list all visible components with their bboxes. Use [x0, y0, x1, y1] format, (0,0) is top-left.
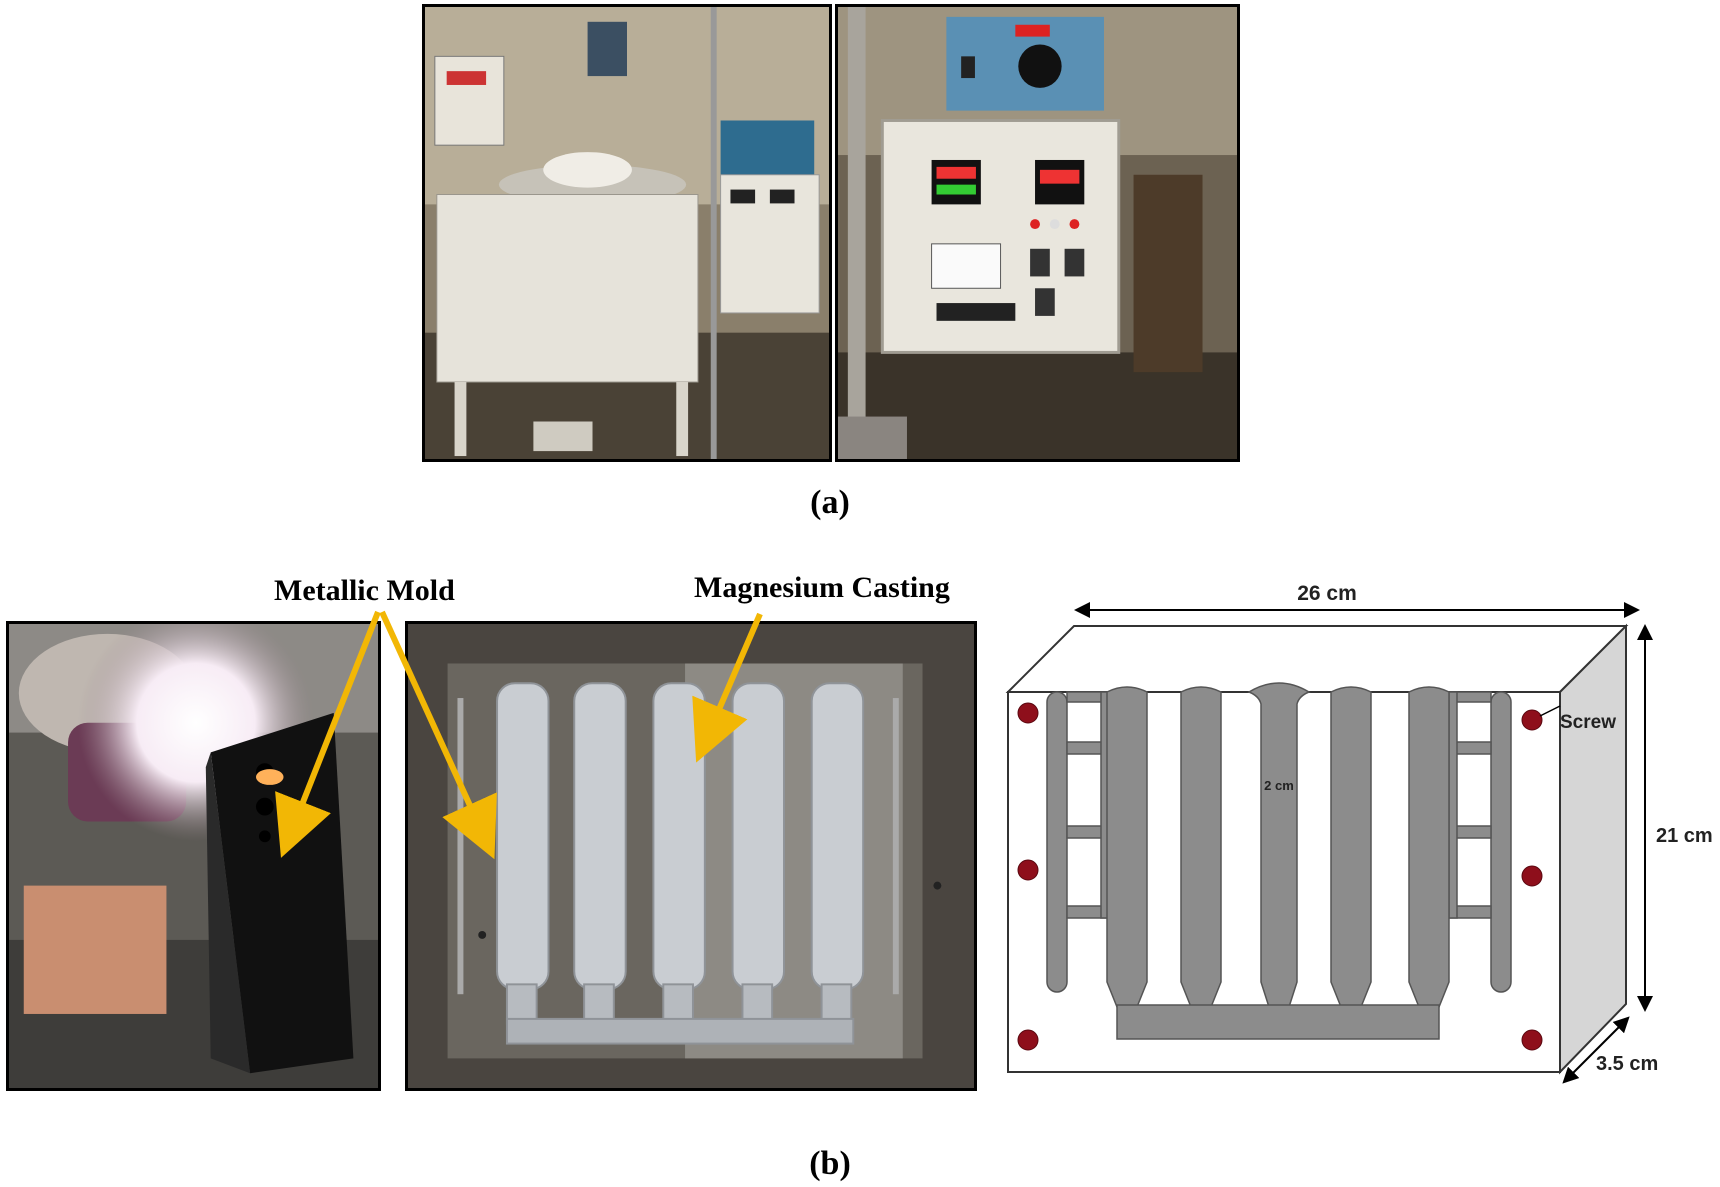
pouring-photo	[6, 621, 381, 1091]
caption-a: (a)	[810, 484, 850, 521]
width-label: 26 cm	[1297, 582, 1357, 605]
casting-photo	[405, 621, 977, 1091]
casting-arrow	[692, 612, 763, 763]
mold-side-face	[1559, 623, 1627, 1075]
magnesium-casting-label: Magnesium Casting	[694, 571, 950, 604]
mold-arrow-left	[275, 610, 381, 858]
mold-cavity	[1046, 682, 1512, 1040]
furnace-photo	[422, 4, 832, 462]
control-panel-photo	[835, 4, 1240, 462]
runner-width-label: 2 cm	[1264, 778, 1294, 793]
caption-b: (b)	[809, 1145, 851, 1182]
mold-top-face	[1005, 625, 1629, 693]
screw-label: Screw	[1560, 712, 1616, 733]
height-label: 21 cm	[1656, 825, 1713, 847]
mold-arrow-right	[379, 610, 497, 860]
mold-screws	[1017, 702, 1543, 1051]
depth-label: 3.5 cm	[1596, 1053, 1658, 1075]
depth-dimension-line	[1562, 1016, 1630, 1084]
screw-leader-line	[1539, 705, 1561, 717]
mold-schematic: 26 cm 21 cm 3.5 cm 2 cm Screw	[1005, 582, 1713, 1084]
metallic-mold-label: Metallic Mold	[274, 574, 455, 607]
